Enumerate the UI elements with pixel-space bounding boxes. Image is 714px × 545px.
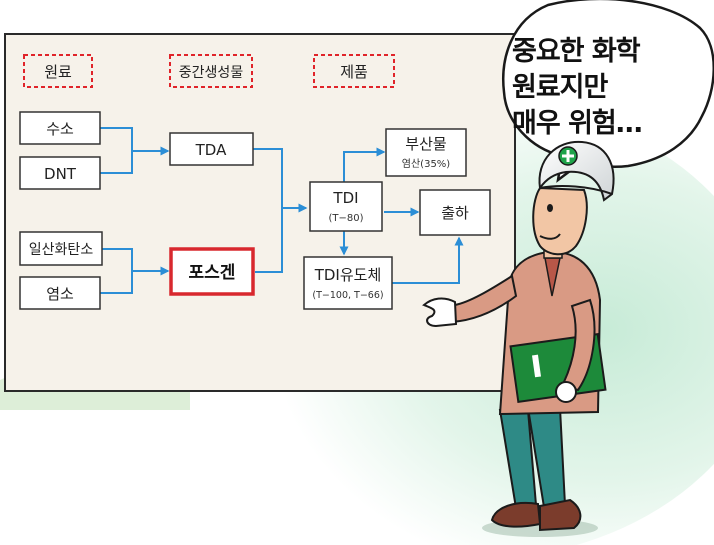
node-hydrogen-label: 수소 [46,120,74,138]
node-dnt-label: DNT [44,165,77,183]
node-tdi-derivative: TDI유도체 (T−100, T−66) [303,256,393,310]
speech-bubble-text: 중요한 화학 원료지만 매우 위험… [512,36,643,139]
category-product-label: 제품 [340,63,368,81]
node-chlorine-label: 염소 [46,285,74,303]
arrow-derivative-to-shipment [392,236,464,284]
node-byproduct: 부산물 염산(35%) [385,128,467,177]
node-tdi: TDI (T−80) [309,181,383,232]
node-tda-label: TDA [195,141,227,159]
node-chlorine: 염소 [19,276,101,310]
node-byproduct-sublabel: 염산(35%) [402,158,451,170]
worker-character [422,140,615,537]
node-phosgene: 포스겐 [169,247,255,296]
node-tdi-label: TDI [332,189,358,207]
connector-intermediate [253,148,283,273]
category-raw-label: 원료 [44,63,72,81]
node-tdi-derivative-label: TDI유도체 [314,266,382,284]
node-tdi-derivative-sublabel: (T−100, T−66) [312,290,383,301]
worker-shoe-right [539,498,582,532]
arrow-to-byproduct [343,147,386,182]
node-tdi-sublabel: (T−80) [328,213,363,224]
worker-glove-right [555,381,577,403]
node-co-label: 일산화탄소 [29,242,94,258]
node-phosgene-label: 포스겐 [189,263,236,283]
category-intermediate-label: 중간생성물 [179,65,244,81]
category-product: 제품 [313,54,395,88]
connectors [100,127,464,294]
category-intermediate: 중간생성물 [169,54,253,88]
node-shipment-label: 출하 [441,204,469,222]
node-hydrogen: 수소 [19,111,101,145]
worker-glove-left [422,297,458,328]
node-carbon-monoxide: 일산화탄소 [19,231,103,266]
category-raw: 원료 [23,54,93,88]
node-byproduct-label: 부산물 [405,135,446,153]
node-dnt: DNT [19,156,101,190]
speech-bubble [502,0,714,183]
node-shipment: 출하 [419,189,491,236]
speech-bubble-shape [502,0,714,183]
node-tda: TDA [169,132,254,166]
